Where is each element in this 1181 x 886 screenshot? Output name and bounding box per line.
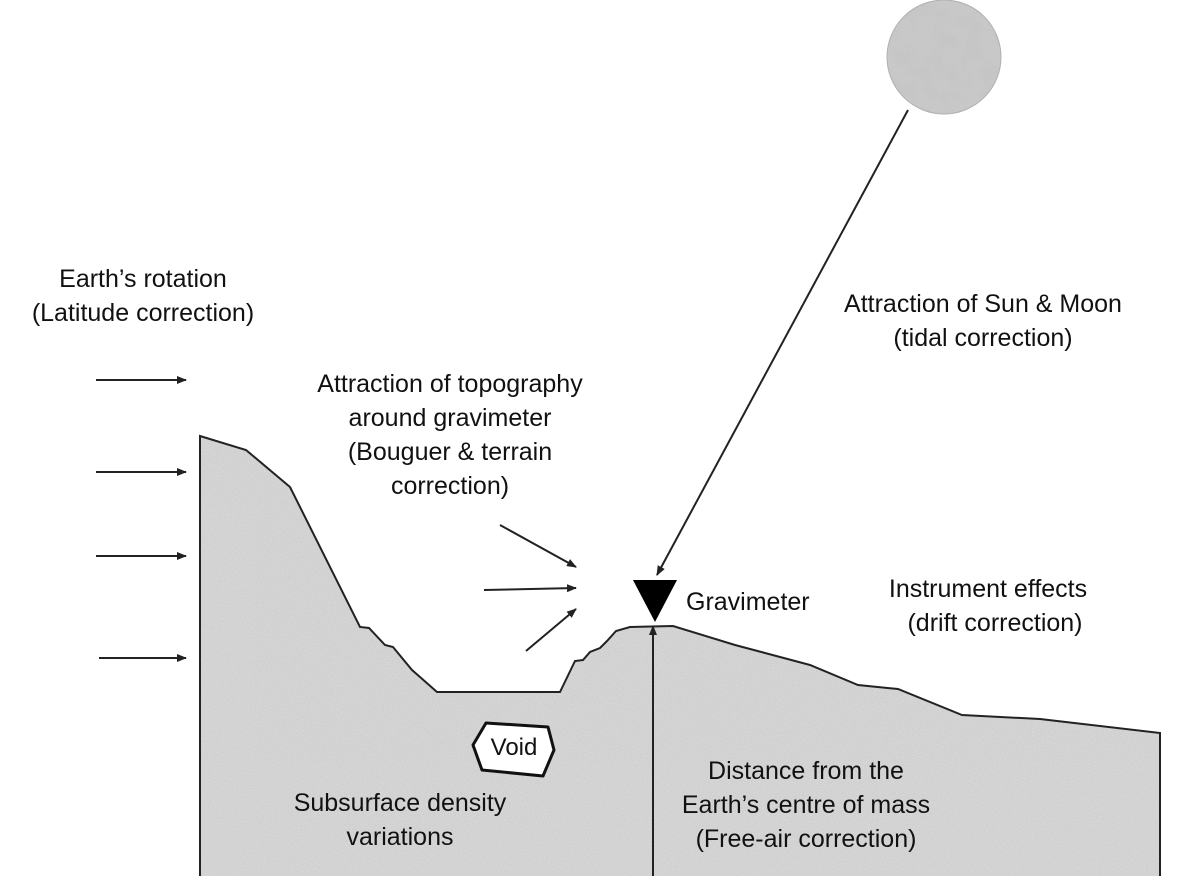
rotation-label-line-1: Earth’s rotation <box>59 265 227 293</box>
instrument-label-line-2: (drift correction) <box>907 609 1083 637</box>
distance-label-line-3: (Free-air correction) <box>695 825 917 853</box>
distance-label: Distance from the Earth’s centre of mass… <box>666 754 946 856</box>
topography-label: Attraction of topography around gravimet… <box>285 367 615 503</box>
distance-label-line-2: Earth’s centre of mass <box>681 791 931 819</box>
topography-label-line-2: around gravimeter <box>348 404 552 432</box>
subsurface-label-line-2: variations <box>346 823 454 851</box>
topography-arrow-2 <box>483 584 577 593</box>
rotation-label-line-2: (Latitude correction) <box>31 299 255 327</box>
topography-arrow-1 <box>499 524 577 568</box>
sun-moon-label: Attraction of Sun & Moon (tidal correcti… <box>818 287 1148 355</box>
void-shape <box>471 721 556 778</box>
gravimeter-label: Gravimeter <box>686 588 810 616</box>
topography-label-line-4: correction) <box>390 472 510 500</box>
moon-icon <box>886 0 1002 115</box>
topography-label-line-3: (Bouguer & terrain <box>347 438 553 466</box>
instrument-label-line-1: Instrument effects <box>888 575 1088 603</box>
subsurface-label: Subsurface density variations <box>265 786 535 854</box>
sun-moon-label-line-1: Attraction of Sun & Moon <box>844 290 1122 318</box>
subsurface-label-line-1: Subsurface density <box>293 789 507 817</box>
topography-arrow-3 <box>525 608 577 652</box>
instrument-label: Instrument effects (drift correction) <box>858 572 1118 640</box>
topography-label-line-1: Attraction of topography <box>317 370 583 398</box>
distance-label-line-1: Distance from the <box>708 757 904 785</box>
gravimeter-icon <box>633 580 677 622</box>
sun-moon-label-line-2: (tidal correction) <box>893 324 1073 352</box>
tidal-arrow <box>656 109 909 576</box>
rotation-label: Earth’s rotation (Latitude correction) <box>8 262 278 330</box>
void-label: Void <box>490 734 538 761</box>
